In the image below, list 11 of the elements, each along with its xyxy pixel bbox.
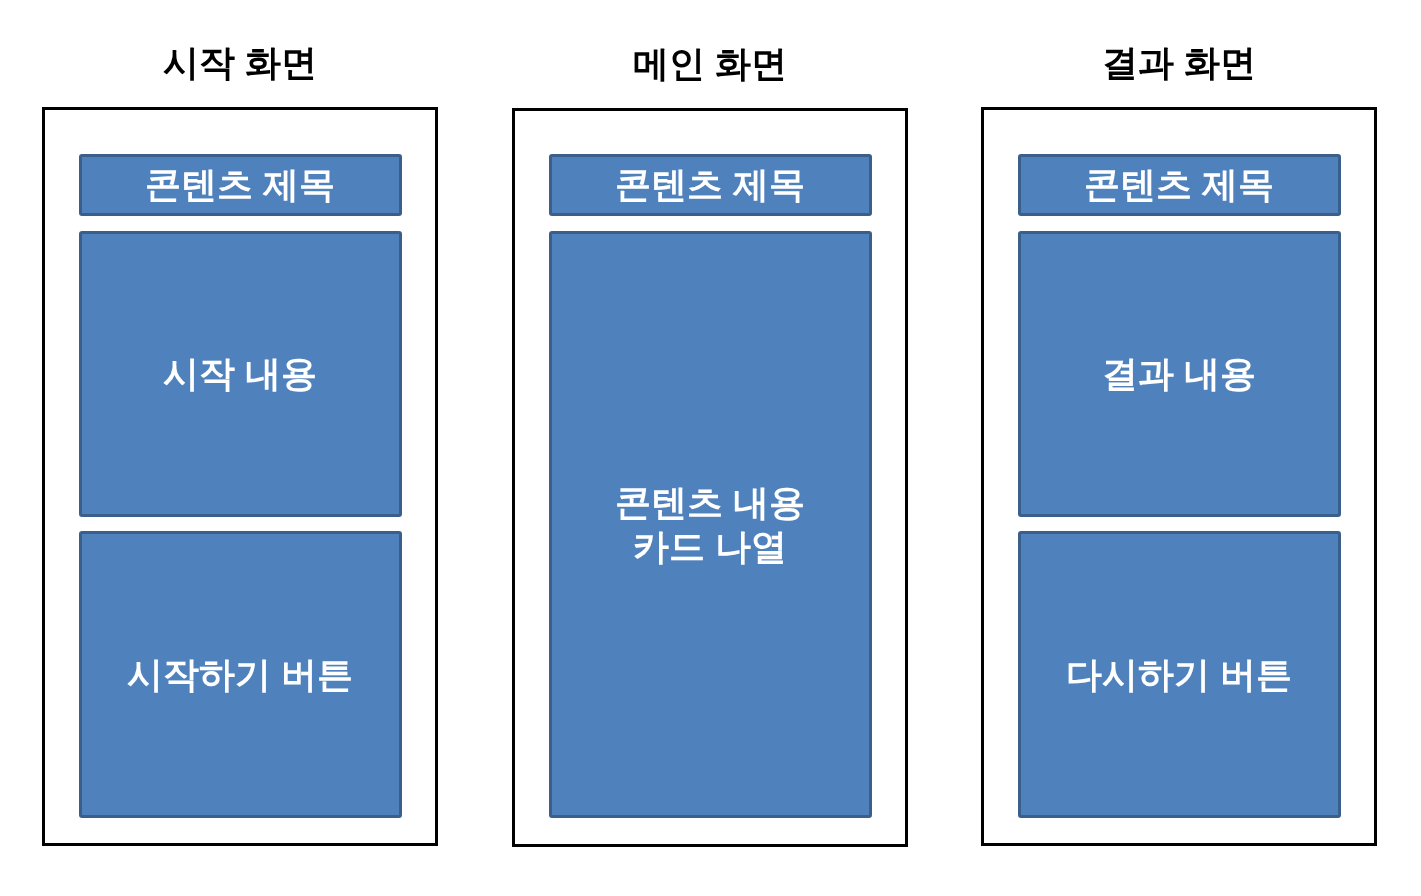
header-box: 콘텐츠 제목 — [1018, 154, 1341, 216]
screen-heading: 시작 화면 — [163, 41, 317, 85]
header-box: 콘텐츠 제목 — [79, 154, 402, 216]
screen-heading: 메인 화면 — [633, 42, 787, 86]
screen-heading: 결과 화면 — [1102, 41, 1256, 85]
panel-box: 시작하기 버튼 — [79, 531, 402, 818]
header-box: 콘텐츠 제목 — [549, 154, 872, 216]
panel-box: 콘텐츠 내용 카드 나열 — [549, 231, 872, 818]
panel-box: 다시하기 버튼 — [1018, 531, 1341, 818]
panel-box: 결과 내용 — [1018, 231, 1341, 517]
panel-box: 시작 내용 — [79, 231, 402, 517]
